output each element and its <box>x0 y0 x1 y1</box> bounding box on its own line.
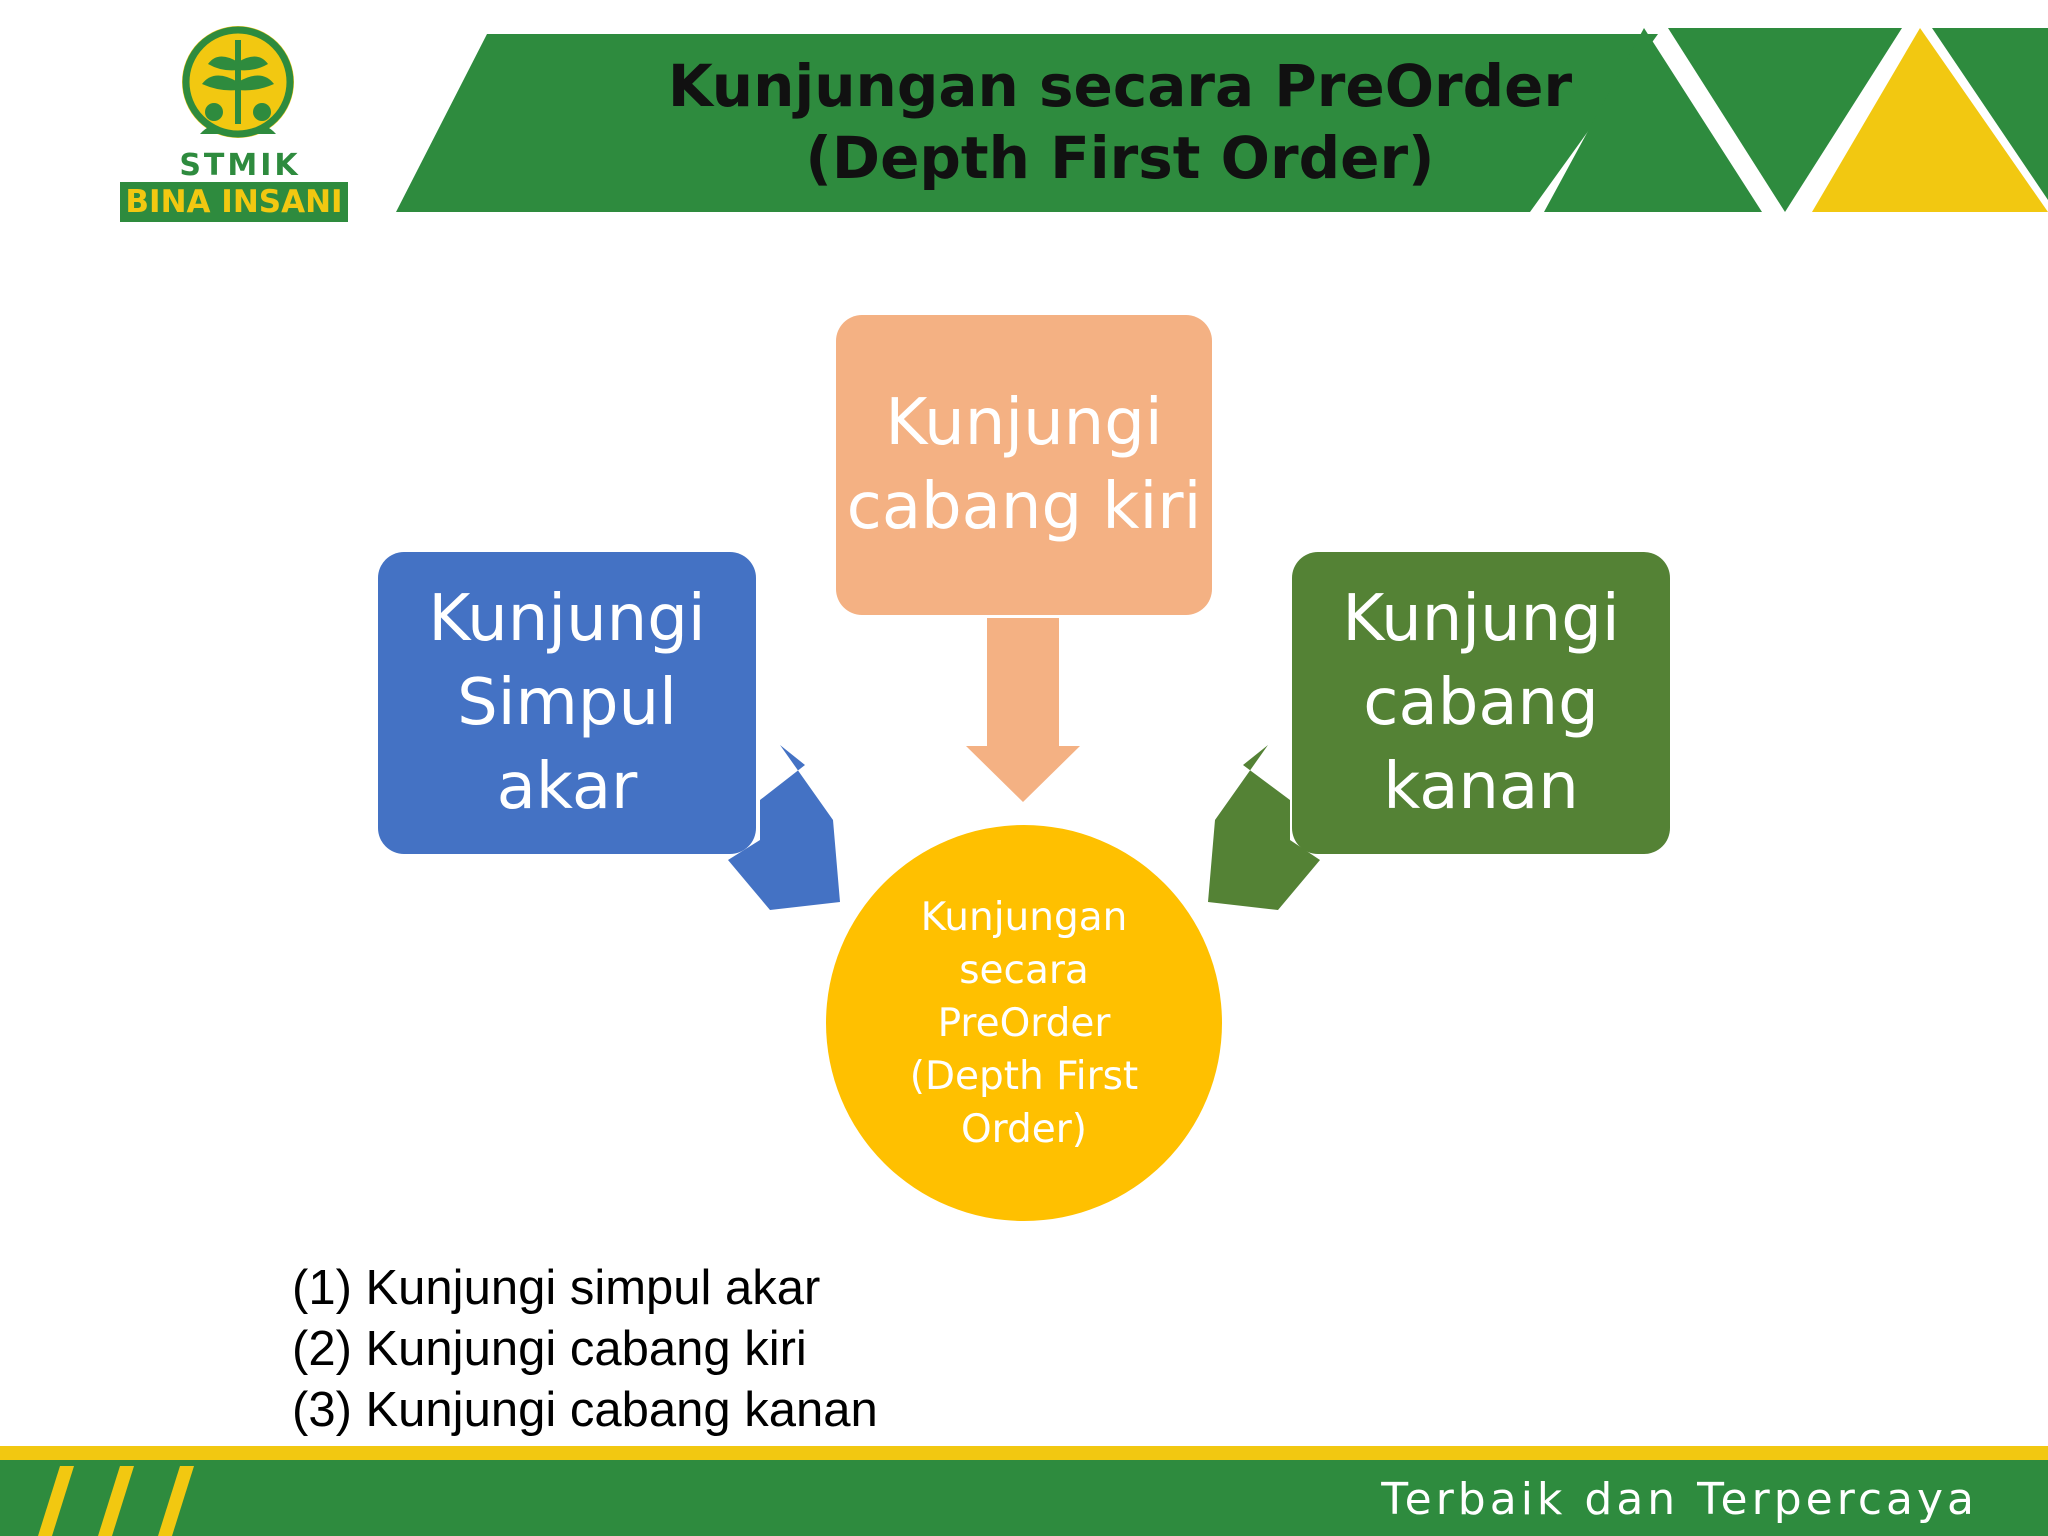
arrow-from-top-box <box>966 618 1080 802</box>
logo-name: STMIK <box>179 148 301 183</box>
box-visit-root-node-label: Kunjungi Simpul akar <box>428 582 706 824</box>
footer-stripe <box>98 1466 134 1536</box>
footer-stripe <box>158 1466 194 1536</box>
footer-bar <box>0 1446 2048 1536</box>
slide-title: Kunjungan secara PreOrder (Depth First O… <box>600 50 1640 194</box>
step-item: (3) Kunjungi cabang kanan <box>292 1383 878 1437</box>
steps-list: (1) Kunjungi simpul akar (2) Kunjungi ca… <box>292 1258 878 1441</box>
step-item: (2) Kunjungi cabang kiri <box>292 1322 807 1376</box>
step-item: (1) Kunjungi simpul akar <box>292 1261 821 1315</box>
footer-tagline: Terbaik dan Terpercaya <box>1381 1474 1978 1525</box>
header-triangle-green-2 <box>1668 28 1902 212</box>
slide-title-line1: Kunjungan secara PreOrder <box>667 52 1573 120</box>
box-visit-right-branch-label: Kunjungi cabang kanan <box>1342 582 1620 824</box>
box-visit-root-node: Kunjungi Simpul akar <box>378 552 756 854</box>
box-visit-left-branch-label: Kunjungi cabang kiri <box>846 386 1202 544</box>
header-green-band <box>396 34 1658 212</box>
slide-title-line2: (Depth First Order) <box>805 124 1435 192</box>
box-visit-left-branch: Kunjungi cabang kiri <box>836 315 1212 615</box>
header-banner <box>396 28 2048 212</box>
center-circle-label: Kunjungan secara PreOrder (Depth First O… <box>909 894 1139 1152</box>
footer-stripe <box>38 1466 74 1536</box>
logo-emblem-icon <box>182 26 294 138</box>
arrow-from-right-box <box>1208 745 1320 910</box>
stmik-logo: STMIK BINA INSANI <box>110 12 370 222</box>
arrow-from-left-box <box>728 745 840 910</box>
header-triangle-green-3 <box>1932 28 2048 200</box>
box-visit-right-branch: Kunjungi cabang kanan <box>1292 552 1670 854</box>
center-circle: Kunjungan secara PreOrder (Depth First O… <box>826 825 1222 1221</box>
logo-subname: BINA INSANI <box>120 182 348 222</box>
header-triangle-green-1 <box>1544 28 1762 212</box>
header-triangle-yellow <box>1812 28 2048 212</box>
